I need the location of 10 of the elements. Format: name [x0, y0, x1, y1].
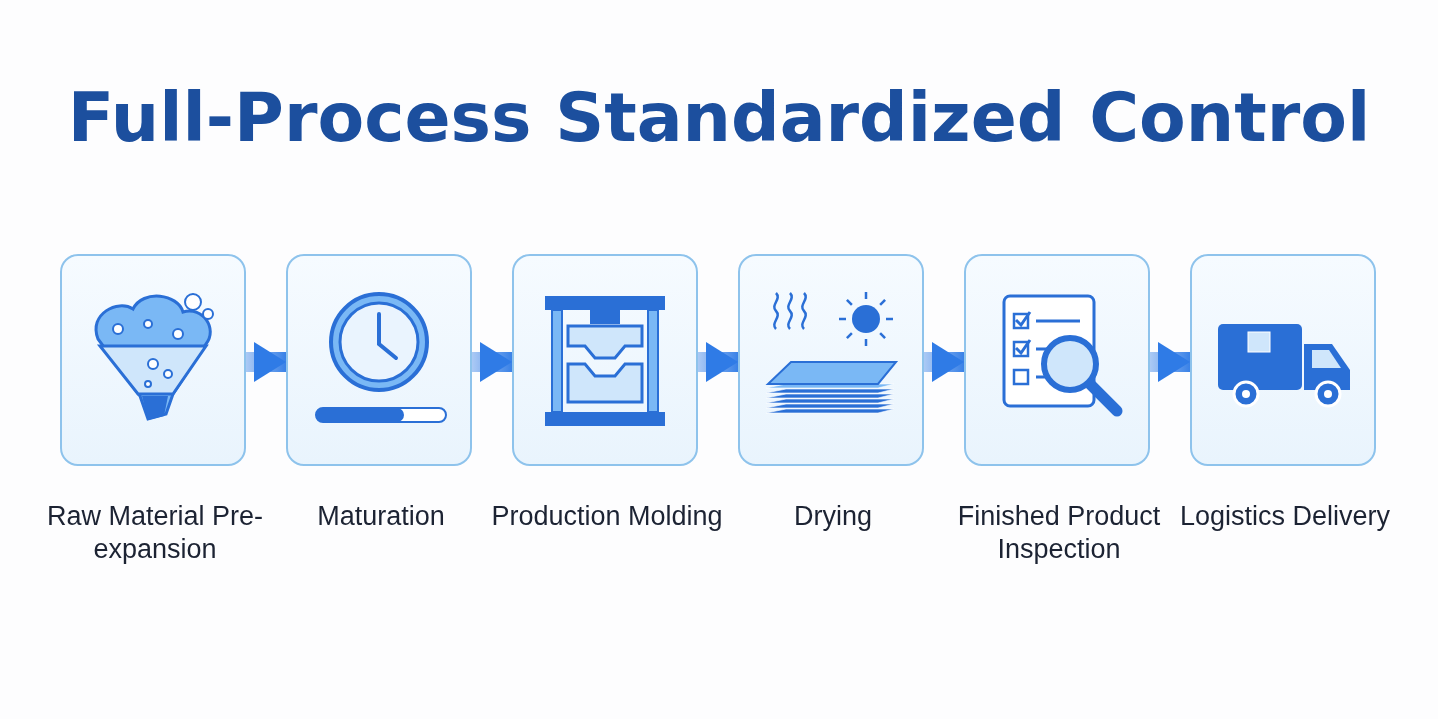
flow-arrow [1150, 342, 1190, 382]
step-label: Logistics Delivery [1178, 500, 1392, 533]
step-label: Production Molding [490, 500, 724, 533]
step-label: Raw Material Pre-expansion [45, 500, 265, 566]
flow-arrow [246, 342, 286, 382]
step-label: Finished Product Inspection [956, 500, 1162, 566]
flow-arrow [698, 342, 738, 382]
flow-arrow [924, 342, 964, 382]
title: Full-Process Standardized Control [66, 78, 1372, 157]
flow-arrow [472, 342, 512, 382]
